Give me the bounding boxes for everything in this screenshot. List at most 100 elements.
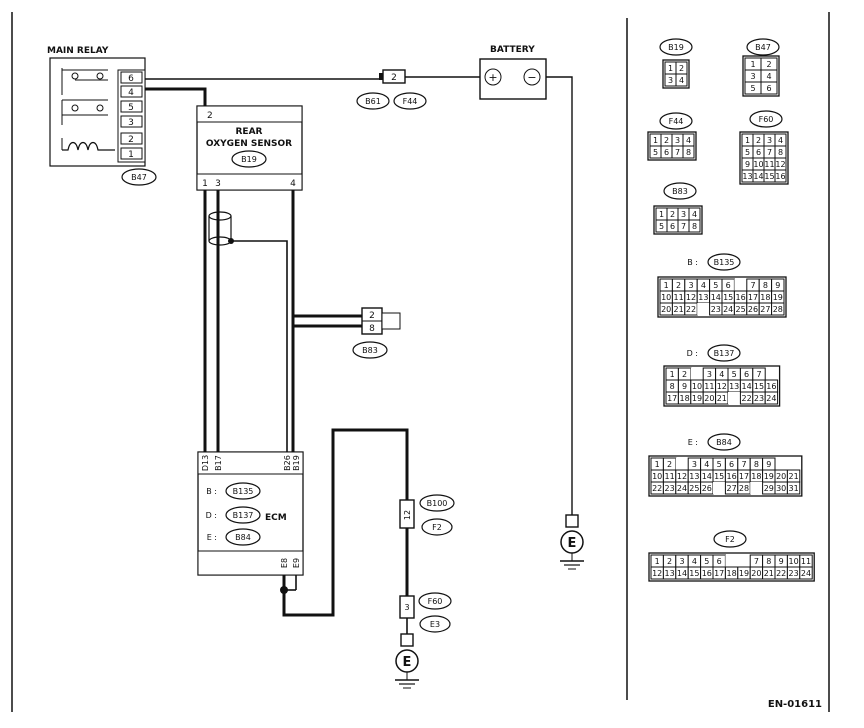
connector-view-pin: 11 <box>801 557 811 566</box>
connector-view-tag-label: B19 <box>668 43 684 52</box>
connector-view-pin: 10 <box>692 382 702 391</box>
connector-view-gap <box>750 482 763 494</box>
b100-pin: 12 <box>403 510 412 520</box>
connector-view-pin: 26 <box>748 305 758 314</box>
connector-view-pin: 14 <box>711 293 721 302</box>
connector-view-pin: 10 <box>661 293 671 302</box>
connector-view-pin: 16 <box>766 382 776 391</box>
connector-view-pin: 20 <box>751 569 761 578</box>
f44-tag: F44 <box>403 97 418 106</box>
connector-view-pin: 22 <box>742 394 752 403</box>
connector-view-tag <box>707 253 741 271</box>
ecm-row-tag <box>225 528 261 546</box>
connector-view-tag-label: F60 <box>759 115 774 124</box>
connector-view-housing <box>663 365 781 407</box>
connector-view-pin: 18 <box>680 394 690 403</box>
sensor-title-2: OXYGEN SENSOR <box>206 139 292 149</box>
connector-view-gap <box>728 392 741 404</box>
relay-pin-label: 1 <box>128 150 134 160</box>
connector-view-pin: 21 <box>717 394 727 403</box>
connector-view-pin: 5 <box>750 84 755 93</box>
connector-view-pin: 28 <box>773 305 783 314</box>
connector-view-pin: 6 <box>729 460 734 469</box>
connector-view-pin: 13 <box>689 472 699 481</box>
sensor-bottom-pin: 1 <box>202 179 208 189</box>
connector-view-pin: 8 <box>692 222 697 231</box>
connector-view-pin: 19 <box>739 569 749 578</box>
connector-view-pin: 4 <box>766 72 771 81</box>
b61-tag: B61 <box>365 97 381 106</box>
ecm-bottom-pin: E8 <box>280 558 289 568</box>
connector-view-gap <box>713 482 726 494</box>
connector-view-pin: 6 <box>670 222 675 231</box>
connector-view-prefix: D : <box>687 349 698 358</box>
connector-view-pin: 15 <box>689 569 699 578</box>
connector-view-pin: 12 <box>775 160 785 169</box>
connector-view-pin: 11 <box>704 382 714 391</box>
connector-view-gap <box>675 458 689 470</box>
connector-view-tag <box>663 182 697 200</box>
f60-pin: 3 <box>404 603 409 612</box>
connector-view-pin: 24 <box>723 305 733 314</box>
connector-view-pin: 25 <box>689 484 699 493</box>
connector-view-pin: 8 <box>766 557 771 566</box>
connector-view-pin: 5 <box>653 148 658 157</box>
ecm-row-tag <box>225 506 261 524</box>
connector-view-cell <box>771 302 785 316</box>
connector-b83: 2 8 B83 <box>352 307 401 359</box>
ground-battery-symbol: E <box>568 536 577 551</box>
connector-view-pin: 9 <box>682 382 687 391</box>
relay-pin-label: 2 <box>128 135 134 145</box>
connector-view-pin: 17 <box>714 569 724 578</box>
connector-view-pin: 12 <box>677 472 687 481</box>
relay-pin-box <box>120 85 143 98</box>
connector-view-pin: 23 <box>665 484 675 493</box>
connector-view-gap <box>697 303 710 315</box>
connector-view-pin: 15 <box>754 382 764 391</box>
relay-pin-label: 6 <box>128 74 134 84</box>
connector-view-pin: 5 <box>717 460 722 469</box>
connector-view-pin: 13 <box>698 293 708 302</box>
sensor-bottom-pin: 4 <box>290 179 296 189</box>
battery: BATTERY + − <box>479 45 547 100</box>
connector-view-pin: 4 <box>679 76 684 85</box>
connector-view-pin: 8 <box>670 382 675 391</box>
b83-pin-a: 2 <box>369 311 375 321</box>
connector-view-gap <box>725 555 738 567</box>
connector-view-tag-label: B83 <box>672 187 688 196</box>
connector-view-pin: 26 <box>702 484 712 493</box>
connector-view-pin: 28 <box>739 484 749 493</box>
connector-view-pin: 7 <box>750 281 755 290</box>
connector-b100-f2: 12 B100 F2 <box>399 494 455 536</box>
main-relay-title: MAIN RELAY <box>47 46 109 56</box>
connector-view-tag <box>707 344 741 362</box>
figure-id: EN-01611 <box>768 699 822 710</box>
connector-view-tag-label: B137 <box>714 349 735 358</box>
connector-view-pin: 13 <box>665 569 675 578</box>
connector-view-cell <box>764 391 779 405</box>
e3-tag: E3 <box>430 620 440 629</box>
relay-pin-box <box>120 115 143 128</box>
connector-view-pin: 10 <box>753 160 763 169</box>
connector-view-pin: 7 <box>756 370 761 379</box>
connector-view-gap <box>737 555 751 567</box>
connector-view-housing <box>647 131 697 161</box>
connector-view-pin: 4 <box>719 370 724 379</box>
connector-view-pin: 24 <box>801 569 811 578</box>
connector-view-pin: 2 <box>766 60 771 69</box>
connector-view-pin: 11 <box>665 472 675 481</box>
connector-view-pin: 2 <box>676 281 681 290</box>
connector-view-pin: 2 <box>667 557 672 566</box>
connector-view-cell <box>675 73 688 87</box>
connector-view-pin: 24 <box>677 484 687 493</box>
connector-view-pin: 6 <box>717 557 722 566</box>
connector-view-gap <box>734 279 747 291</box>
relay-pin-label: 4 <box>128 88 134 98</box>
connector-view-pin: 14 <box>677 569 687 578</box>
connector-view-pin: 15 <box>723 293 733 302</box>
